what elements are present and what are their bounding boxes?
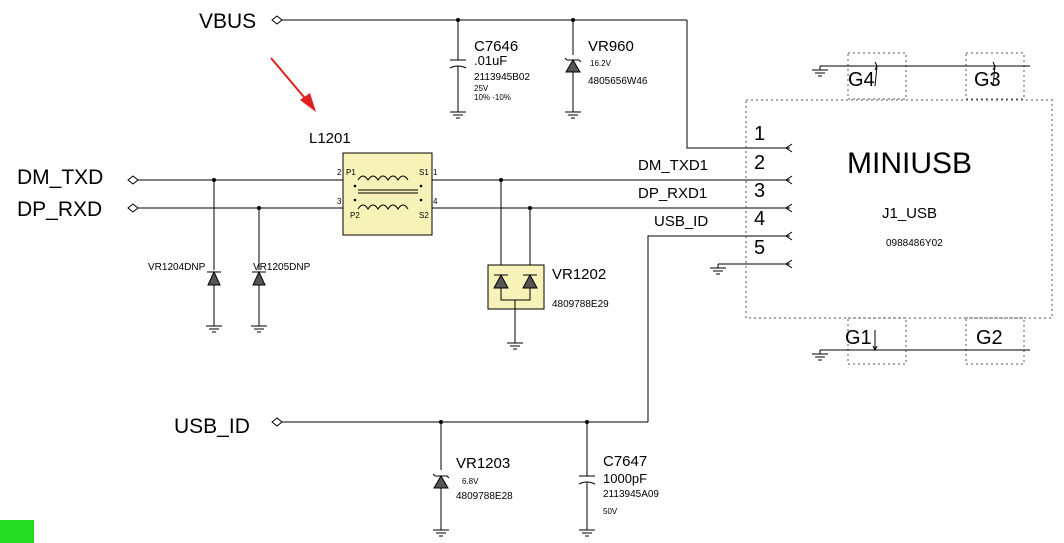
vr1204-ref: VR1204DNP: [148, 262, 206, 273]
pin-4-label: 4: [754, 208, 765, 230]
miniusb-connector-outline: [745, 52, 1053, 365]
c7646-tolerance: 10% -10%: [474, 93, 511, 102]
c7647-ref: C7647: [603, 453, 647, 470]
usb-id-net-label: USB_ID: [654, 213, 708, 230]
vbus-to-pin1-wire: [686, 20, 790, 149]
shield-g4-label: G4: [848, 69, 875, 91]
l1201-pin1: 1: [433, 168, 438, 177]
pin-3-label: 3: [754, 180, 765, 202]
l1201-coils: [353, 175, 423, 210]
usb-id-net-wire: [647, 235, 790, 422]
vbus-port-label: VBUS: [199, 10, 256, 33]
vbus-port-symbol: [271, 15, 283, 25]
dm-txd-port-label: DM_TXD: [17, 166, 103, 189]
l1201-body: [342, 152, 433, 236]
varistor-vr1203: [432, 422, 450, 537]
dm-txd-port-symbol: [127, 175, 139, 185]
l1201-s1: S1: [419, 168, 429, 177]
l1201-ref: L1201: [309, 130, 351, 147]
c7646-value: .01uF: [474, 53, 507, 68]
usb-id-port-symbol: [271, 417, 283, 427]
shield-g2-label: G2: [976, 327, 1003, 349]
green-marker: [0, 520, 34, 543]
c7647-voltage: 50V: [603, 507, 618, 516]
vr1203-ref: VR1203: [456, 455, 510, 472]
pin5-ground-symbol: [710, 264, 726, 275]
l1201-p1: P1: [346, 168, 356, 177]
capacitor-c7647: [578, 422, 596, 537]
c7646-part: 2113945B02: [474, 72, 530, 83]
diode-vr1204: [206, 180, 222, 333]
shield-g3-label: G3: [974, 69, 1001, 91]
varistor-vr960: [564, 20, 582, 119]
vr1202-part: 4809788E29: [552, 299, 609, 310]
dm-txd1-net-label: DM_TXD1: [638, 157, 708, 174]
c7647-part: 2113945A09: [603, 489, 659, 500]
l1201-s2: S2: [419, 211, 429, 220]
pin-2-label: 2: [754, 152, 765, 174]
shield-bottom-wires: [812, 330, 1030, 361]
l1201-p2: P2: [350, 211, 360, 220]
l1201-pin3: 3: [337, 197, 342, 206]
j1-part: 0988486Y02: [886, 238, 943, 249]
dp-rxd-port-symbol: [127, 203, 139, 213]
vr960-ref: VR960: [588, 38, 634, 55]
pin-5-label: 5: [754, 237, 765, 259]
red-arrow-icon: [270, 57, 316, 112]
vr1203-part: 4809788E28: [456, 491, 513, 502]
dp-rxd-port-label: DP_RXD: [17, 198, 102, 221]
vr1203-voltage: 6.8V: [462, 477, 479, 486]
shield-top-wires: [812, 61, 1030, 87]
capacitor-c7646: [449, 20, 467, 119]
c7646-ref: C7646: [474, 38, 518, 55]
vr1205-ref: VR1205DNP: [253, 262, 311, 273]
c7646-voltage: 25V: [474, 84, 489, 93]
j1-ref: J1_USB: [882, 205, 937, 222]
c7647-value: 1000pF: [603, 471, 647, 486]
vr960-part: 4805656W46: [588, 76, 648, 87]
miniusb-name: MINIUSB: [847, 147, 972, 180]
diode-array-vr1202: [487, 180, 545, 350]
l1201-pin2: 2: [337, 168, 342, 177]
pin-arrowheads: [785, 143, 793, 269]
usb-id-port-label: USB_ID: [174, 415, 250, 438]
l1201-pin4: 4: [433, 197, 438, 206]
vr1202-ref: VR1202: [552, 266, 606, 283]
pin-1-label: 1: [754, 123, 765, 145]
diode-vr1205: [251, 208, 267, 333]
shield-g1-label: G1: [845, 327, 872, 349]
vr960-voltage: 16.2V: [590, 59, 612, 68]
dp-rxd1-net-label: DP_RXD1: [638, 185, 707, 202]
